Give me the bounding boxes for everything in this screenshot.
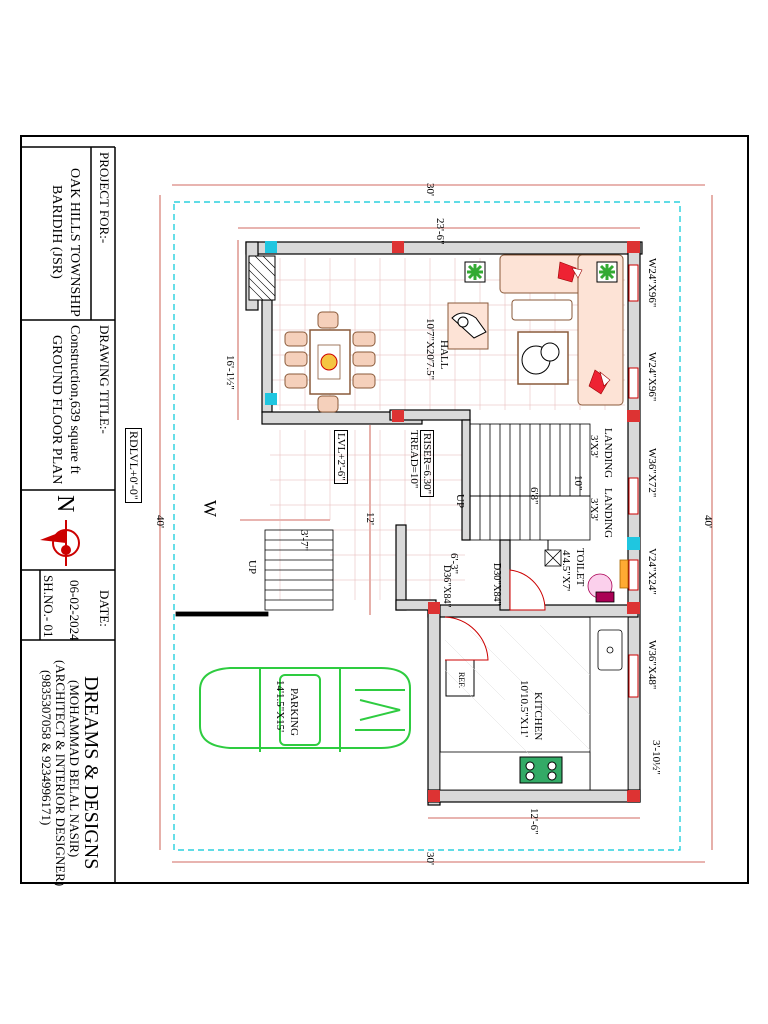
armchair-icon xyxy=(447,302,489,350)
dining-table-icon xyxy=(284,311,376,413)
dim-stair-run: 6'8" xyxy=(528,487,540,505)
dim-kitchen-side: 3'-10½" xyxy=(650,740,662,775)
dim-twelve: 12' xyxy=(364,512,376,525)
toilet-name: TOILET xyxy=(574,548,586,587)
car-icon xyxy=(199,667,411,752)
staircase xyxy=(175,423,591,617)
north-label: N xyxy=(52,495,78,513)
door-d1-label: D30"X84" xyxy=(491,563,502,606)
level-note: LVL+2'-6" xyxy=(334,430,348,484)
sheet-number: SH.NO.- 01 xyxy=(41,575,56,638)
parking-size: 14'1.5"X15' xyxy=(274,680,286,733)
toilet-fixtures xyxy=(544,549,629,603)
dim-landing-gap: 10" xyxy=(572,475,584,491)
firm-person: (MOHAMMAD BELAL NASIR) xyxy=(67,680,82,858)
road-level-note: RDLVL+0'-0" xyxy=(125,428,142,503)
kitchen-size: 10'10.5"X11' xyxy=(518,680,530,738)
dim-depth-right: 40' xyxy=(702,515,714,528)
window-w1-label: W24"X96" xyxy=(646,258,658,308)
kitchen-hatch xyxy=(444,624,591,756)
door-swings xyxy=(444,540,549,661)
dim-kitchen-width: 12'-6" xyxy=(528,808,540,835)
hall-size: 10'7"X20'7.5" xyxy=(424,318,436,381)
parking-name: PARKING xyxy=(288,688,300,736)
dimension-lines xyxy=(159,184,713,863)
west-mark: W xyxy=(200,500,220,517)
cushion-icons xyxy=(557,261,611,395)
project-name-line2: BARIDIH (JSR) xyxy=(49,185,64,279)
coffee-table-icon xyxy=(517,331,569,385)
drawing-title-label: DRAWING TITLE:- xyxy=(97,325,112,434)
stair-up-label-1: UP xyxy=(454,494,466,509)
fridge-icon xyxy=(445,659,475,697)
stove-icon xyxy=(519,756,563,784)
windows xyxy=(628,264,639,698)
landing2-name: LANDING xyxy=(602,488,614,539)
dim-hall-width: 23'-6" xyxy=(434,218,446,245)
riser-note: RISER=6.30" xyxy=(420,430,434,498)
kitchen-counter xyxy=(439,616,629,791)
door-d2-label: D36"X84" xyxy=(441,565,452,608)
landing1-name: LANDING xyxy=(602,428,614,479)
toilet-size: 4'4.5"X7' xyxy=(560,550,572,592)
drawing-title-line1: Construction,639 square ft xyxy=(67,325,82,474)
window-w2-label: W24"X96" xyxy=(646,352,658,402)
kitchen-name: KITCHEN xyxy=(532,692,544,741)
date-value: 06-02-2024 xyxy=(67,580,82,641)
landing1-size: 3'X3' xyxy=(588,435,600,458)
dim-stair-width: 3'-7" xyxy=(298,530,310,552)
plot-boundary xyxy=(173,201,681,851)
firm-phone: (9835307058 & 9234996171) xyxy=(39,670,54,826)
firm-role: (ARCHITECT & INTERIOR DESIGNER) xyxy=(53,660,68,887)
stair-up-label-2: UP xyxy=(246,560,258,575)
plant-icons xyxy=(464,261,618,283)
fridge-label: REF. xyxy=(457,672,466,689)
landing2-size: 3'X3' xyxy=(588,498,600,521)
column-markers xyxy=(265,241,640,802)
firm-name: DREAMS & DESIGNS xyxy=(80,676,102,870)
drawing-sheet xyxy=(20,135,749,884)
window-w5-label: W36"X48" xyxy=(646,640,658,690)
north-arrow-icon xyxy=(40,520,80,566)
hall-name: HALL xyxy=(438,340,450,370)
dim-width-top: 30' xyxy=(424,183,436,196)
window-v4-label: V24"X24" xyxy=(646,548,658,595)
title-block-lines xyxy=(20,146,116,884)
dim-hall-depth: 16'-1½" xyxy=(224,355,236,390)
project-name-line1: OAK HILLS TOWNSHIP xyxy=(67,168,82,317)
dim-depth-left: 40' xyxy=(154,515,166,528)
project-for-label: PROJECT FOR:- xyxy=(97,152,112,244)
date-label: DATE: xyxy=(97,590,112,627)
dim-width-bottom: 30' xyxy=(424,852,436,865)
window-w3-label: W36"X72" xyxy=(646,448,658,498)
tread-note: TREAD=10" xyxy=(408,430,420,489)
drawing-title-line2: GROUND FLOOR PLAN xyxy=(49,335,64,485)
